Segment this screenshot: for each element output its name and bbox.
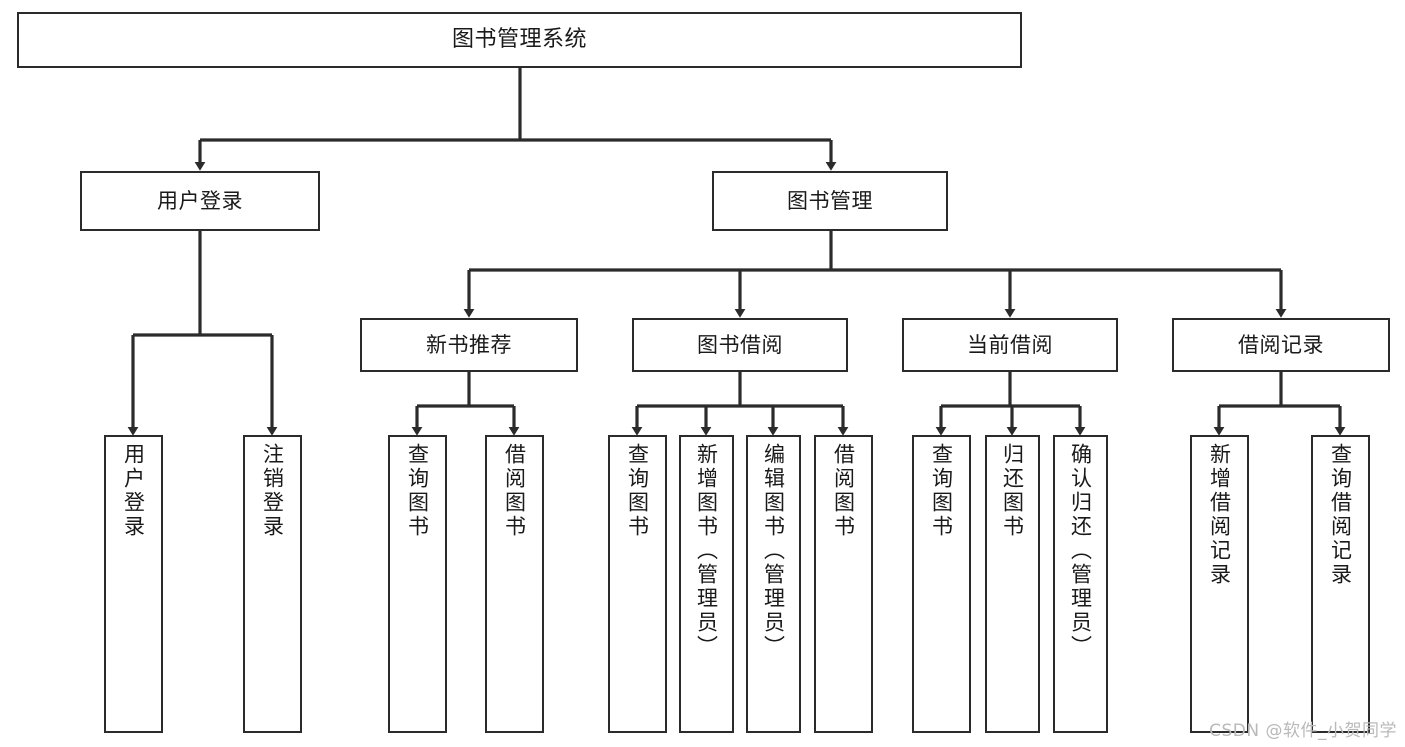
- node-leaf-cur-confirm-return-label: 确认归还（管理员）: [1068, 443, 1093, 659]
- node-book-borrow[interactable]: 图书借阅: [632, 318, 848, 372]
- node-leaf-borrow-lend-book-label: 借阅图书: [831, 443, 856, 539]
- csdn-watermark: CSDN @软件_小贺同学: [1209, 721, 1397, 741]
- node-new-book-rec[interactable]: 新书推荐: [360, 318, 578, 372]
- node-leaf-borrow-query-book[interactable]: 查询图书: [608, 435, 667, 733]
- node-leaf-borrow-add-book[interactable]: 新增图书（管理员）: [679, 435, 734, 733]
- node-root-label: 图书管理系统: [451, 27, 587, 53]
- node-leaf-rec-query-record-label: 查询借阅记录: [1328, 443, 1353, 587]
- node-leaf-borrow-add-book-label: 新增图书（管理员）: [694, 443, 719, 659]
- node-leaf-rec-query-book[interactable]: 查询图书: [388, 435, 447, 733]
- node-borrow-record[interactable]: 借阅记录: [1172, 318, 1390, 372]
- node-user-login-label: 用户登录: [157, 188, 243, 213]
- node-leaf-user-login[interactable]: 用户登录: [104, 435, 163, 733]
- node-new-book-rec-label: 新书推荐: [426, 332, 512, 357]
- node-leaf-cur-query-book-label: 查询图书: [929, 443, 954, 539]
- node-borrow-record-label: 借阅记录: [1238, 332, 1324, 357]
- node-leaf-cur-return-book-label: 归还图书: [1000, 443, 1025, 539]
- node-leaf-rec-add-record[interactable]: 新增借阅记录: [1190, 435, 1249, 733]
- node-root[interactable]: 图书管理系统: [17, 12, 1022, 68]
- node-leaf-user-login-label: 用户登录: [121, 443, 146, 539]
- node-leaf-rec-query-record[interactable]: 查询借阅记录: [1311, 435, 1370, 733]
- node-leaf-borrow-lend-book[interactable]: 借阅图书: [814, 435, 873, 733]
- node-leaf-user-logout[interactable]: 注销登录: [243, 435, 302, 733]
- node-user-login[interactable]: 用户登录: [80, 171, 320, 231]
- node-leaf-borrow-query-book-label: 查询图书: [625, 443, 650, 539]
- node-leaf-user-logout-label: 注销登录: [260, 443, 285, 539]
- node-current-borrow[interactable]: 当前借阅: [902, 318, 1118, 372]
- node-leaf-rec-borrow-book-label: 借阅图书: [502, 443, 527, 539]
- node-leaf-borrow-edit-book-label: 编辑图书（管理员）: [761, 443, 786, 659]
- node-leaf-rec-add-record-label: 新增借阅记录: [1207, 443, 1232, 587]
- node-current-borrow-label: 当前借阅: [967, 332, 1053, 357]
- node-leaf-rec-borrow-book[interactable]: 借阅图书: [485, 435, 544, 733]
- node-leaf-borrow-edit-book[interactable]: 编辑图书（管理员）: [746, 435, 801, 733]
- node-leaf-cur-query-book[interactable]: 查询图书: [912, 435, 971, 733]
- node-leaf-cur-return-book[interactable]: 归还图书: [985, 435, 1040, 733]
- node-book-manage[interactable]: 图书管理: [712, 171, 948, 231]
- node-book-borrow-label: 图书借阅: [697, 332, 783, 357]
- node-leaf-cur-confirm-return[interactable]: 确认归还（管理员）: [1053, 435, 1108, 733]
- node-book-manage-label: 图书管理: [787, 188, 873, 213]
- node-leaf-rec-query-book-label: 查询图书: [405, 443, 430, 539]
